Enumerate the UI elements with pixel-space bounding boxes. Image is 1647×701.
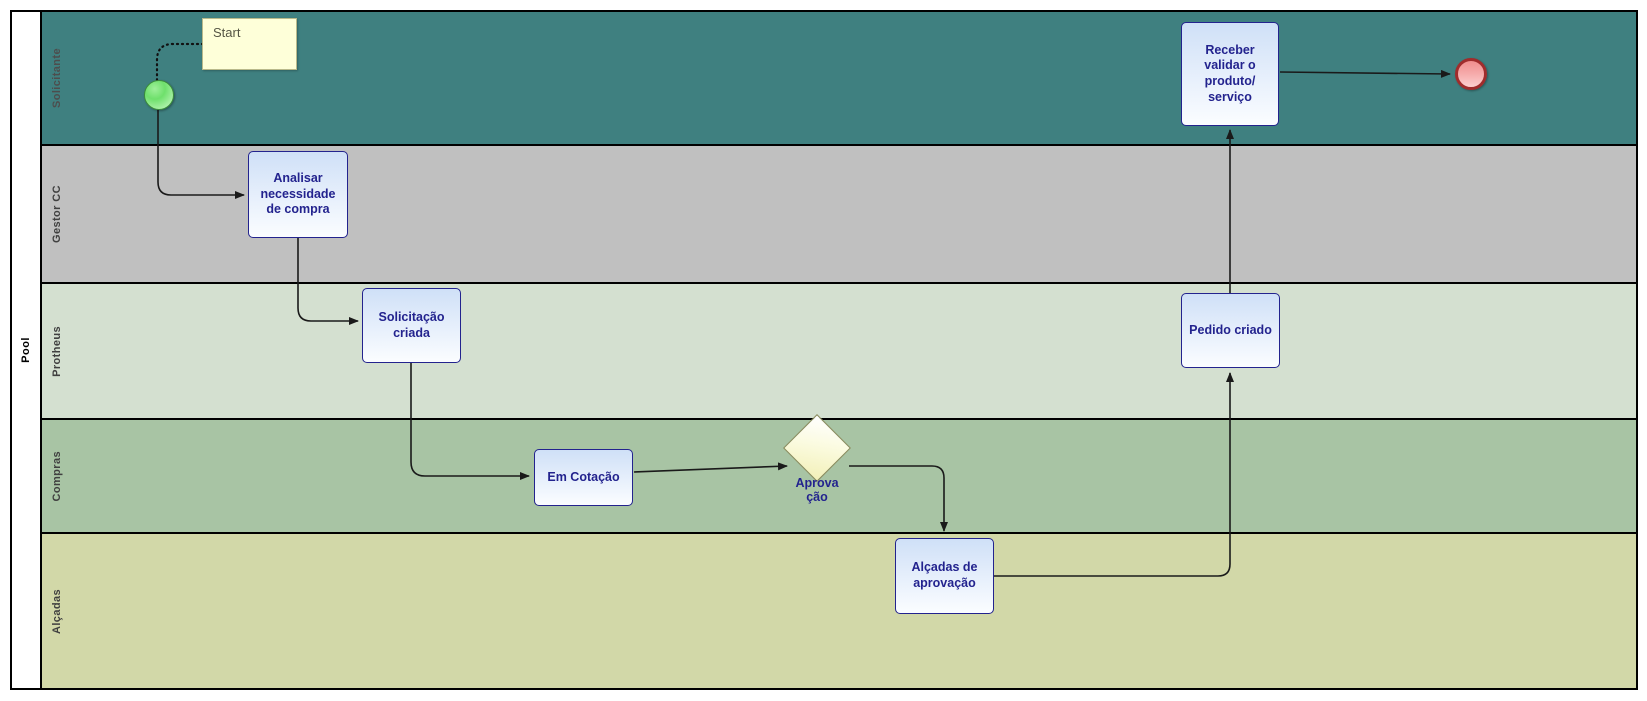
text-annotation-start[interactable]: Start (202, 18, 297, 70)
task-analisar-necessidade[interactable]: Analisar necessidade de compra (248, 151, 348, 238)
lane-header-gestor-cc[interactable]: Gestor CC (42, 146, 72, 282)
task-pedido-criado-label: Pedido criado (1189, 322, 1272, 337)
lane-body-solicitante (72, 12, 1636, 144)
lane-body-alcadas (72, 534, 1636, 688)
task-solicitacao-criada[interactable]: Solicitação criada (362, 288, 461, 363)
start-event[interactable] (144, 80, 174, 110)
gateway-aprovacao-shape (783, 414, 851, 482)
lane-header-compras[interactable]: Compras (42, 420, 72, 532)
pool-header[interactable]: Pool (12, 12, 42, 688)
end-event[interactable] (1455, 58, 1487, 90)
lane-header-alcadas[interactable]: Alçadas (42, 534, 72, 688)
lane-body-compras (72, 420, 1636, 532)
lane-label-protheus: Protheus (51, 325, 63, 377)
lane-header-solicitante[interactable]: Solicitante (42, 12, 72, 144)
task-analisar-necessidade-label: Analisar necessidade de compra (260, 171, 336, 217)
task-alcadas-aprovacao[interactable]: Alçadas de aprovação (895, 538, 994, 614)
lane-solicitante[interactable]: Solicitante (42, 12, 1636, 146)
lane-header-protheus[interactable]: Protheus (42, 284, 72, 418)
task-alcadas-aprovacao-label: Alçadas de aprovação (911, 560, 978, 590)
task-solicitacao-criada-label: Solicitação criada (378, 309, 445, 340)
task-receber-validar[interactable]: Receber validar o produto/ serviço (1181, 22, 1279, 126)
gateway-aprovacao-label: Aprova ção (795, 476, 839, 505)
pool[interactable]: Pool Solicitante Gestor CC Protheus (10, 10, 1638, 690)
task-em-cotacao-label: Em Cotação (547, 469, 620, 484)
lane-label-compras: Compras (51, 450, 63, 502)
pool-label: Pool (20, 337, 32, 363)
lane-label-alcadas: Alçadas (51, 588, 63, 634)
lane-alcadas[interactable]: Alçadas (42, 534, 1636, 688)
text-annotation-start-label: Start (213, 25, 241, 40)
task-receber-validar-label: Receber validar o produto/ serviço (1204, 42, 1256, 104)
gateway-aprovacao[interactable]: Aprova ção (783, 414, 851, 504)
lane-label-gestor-cc: Gestor CC (51, 185, 63, 243)
task-pedido-criado[interactable]: Pedido criado (1181, 293, 1280, 368)
lane-protheus[interactable]: Protheus (42, 284, 1636, 420)
lane-label-solicitante: Solicitante (51, 47, 63, 109)
lane-body-protheus (72, 284, 1636, 418)
task-em-cotacao[interactable]: Em Cotação (534, 449, 633, 506)
